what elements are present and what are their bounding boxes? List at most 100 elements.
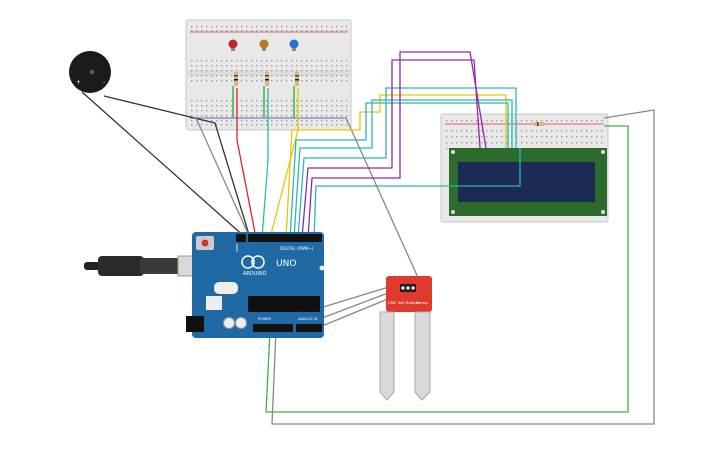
- usb-cable[interactable]: [84, 255, 201, 277]
- resistor[interactable]: [265, 72, 269, 86]
- breadboard-hole: [311, 30, 313, 32]
- breadboard-hole: [306, 70, 308, 72]
- breadboard-hole: [241, 30, 243, 32]
- breadboard-hole: [196, 26, 198, 28]
- breadboard-hole: [306, 80, 308, 82]
- breadboard-hole: [331, 120, 333, 122]
- breadboard-hole: [201, 70, 203, 72]
- breadboard-hole: [516, 142, 518, 144]
- breadboard-hole: [226, 80, 228, 82]
- breadboard-hole: [456, 120, 458, 122]
- breadboard-hole: [321, 105, 323, 107]
- breadboard-hole: [296, 100, 298, 102]
- led-orange[interactable]: [259, 39, 269, 52]
- lcd-display[interactable]: [449, 148, 607, 216]
- breadboard-hole: [206, 100, 208, 102]
- piezo-buzzer[interactable]: + -: [69, 51, 111, 93]
- breadboard-hole: [271, 110, 273, 112]
- breadboard-hole: [576, 136, 578, 138]
- breadboard-hole: [321, 75, 323, 77]
- breadboard-hole: [271, 26, 273, 28]
- breadboard-hole: [311, 60, 313, 62]
- breadboard-hole: [196, 124, 198, 126]
- breadboard-hole: [256, 115, 258, 117]
- breadboard-hole: [246, 110, 248, 112]
- breadboard-hole: [316, 115, 318, 117]
- breadboard-hole: [526, 120, 528, 122]
- sensor-label-right: Sensor: [416, 301, 429, 305]
- led-red[interactable]: [228, 39, 238, 52]
- breadboard-hole: [316, 60, 318, 62]
- breadboard-hole: [506, 130, 508, 132]
- breadboard-hole: [286, 65, 288, 67]
- breadboard-hole: [346, 80, 348, 82]
- breadboard-hole: [266, 105, 268, 107]
- breadboard-hole: [301, 65, 303, 67]
- resistor[interactable]: [295, 72, 299, 86]
- breadboard-hole: [296, 105, 298, 107]
- breadboard-hole: [321, 65, 323, 67]
- breadboard-hole: [286, 124, 288, 126]
- board-brand: ARDUINO: [243, 271, 267, 277]
- breadboard-hole: [306, 105, 308, 107]
- breadboard-hole: [341, 124, 343, 126]
- breadboard-hole: [301, 120, 303, 122]
- breadboard-hole: [591, 130, 593, 132]
- breadboard-hole: [191, 26, 193, 28]
- breadboard-hole: [221, 120, 223, 122]
- breadboard-hole: [251, 70, 253, 72]
- led-blue[interactable]: [289, 39, 299, 52]
- breadboard-hole: [496, 130, 498, 132]
- breadboard-hole: [546, 136, 548, 138]
- breadboard-hole: [306, 30, 308, 32]
- breadboard-hole: [311, 80, 313, 82]
- breadboard-hole: [281, 110, 283, 112]
- breadboard-hole: [596, 120, 598, 122]
- breadboard-hole: [306, 100, 308, 102]
- breadboard-hole: [576, 142, 578, 144]
- breadboard-hole: [241, 105, 243, 107]
- breadboard-hole: [316, 75, 318, 77]
- breadboard-hole: [601, 120, 603, 122]
- breadboard-hole: [226, 110, 228, 112]
- breadboard-hole: [231, 70, 233, 72]
- breadboard-hole: [256, 124, 258, 126]
- wires[interactable]: [81, 51, 655, 425]
- breadboard-hole: [581, 136, 583, 138]
- breadboard-hole: [276, 120, 278, 122]
- breadboard-hole: [551, 142, 553, 144]
- breadboard-hole: [311, 75, 313, 77]
- breadboard-hole: [271, 115, 273, 117]
- resistor[interactable]: [234, 72, 238, 86]
- breadboard-hole: [486, 130, 488, 132]
- breadboard-hole: [331, 124, 333, 126]
- breadboard-hole: [231, 60, 233, 62]
- breadboard-hole: [526, 136, 528, 138]
- breadboard-hole: [486, 120, 488, 122]
- breadboard-hole: [311, 100, 313, 102]
- breadboard-hole: [211, 115, 213, 117]
- breadboard-hole: [191, 70, 193, 72]
- breadboard-hole: [256, 65, 258, 67]
- breadboard-hole: [326, 115, 328, 117]
- breadboard-hole: [216, 80, 218, 82]
- breadboard-hole: [581, 130, 583, 132]
- breadboard-hole: [316, 100, 318, 102]
- breadboard-hole: [271, 65, 273, 67]
- breadboard-hole: [216, 110, 218, 112]
- breadboard-hole: [336, 60, 338, 62]
- arduino-uno-board[interactable]: ARDUINO UNO DIGITAL (PWM~) POWER ANALOG …: [186, 232, 325, 338]
- breadboard-hole: [261, 70, 263, 72]
- breadboard-hole: [256, 80, 258, 82]
- breadboard-hole: [251, 124, 253, 126]
- breadboard-hole: [201, 80, 203, 82]
- breadboard-hole: [251, 26, 253, 28]
- breadboard-hole: [251, 100, 253, 102]
- breadboard-hole: [551, 130, 553, 132]
- breadboard-hole: [281, 26, 283, 28]
- resistor[interactable]: [534, 122, 544, 126]
- breadboard-hole: [231, 80, 233, 82]
- soil-moisture-sensor[interactable]: GND Soil Moisture Sensor: [379, 276, 432, 401]
- breadboard-hole: [286, 110, 288, 112]
- breadboard-hole: [301, 124, 303, 126]
